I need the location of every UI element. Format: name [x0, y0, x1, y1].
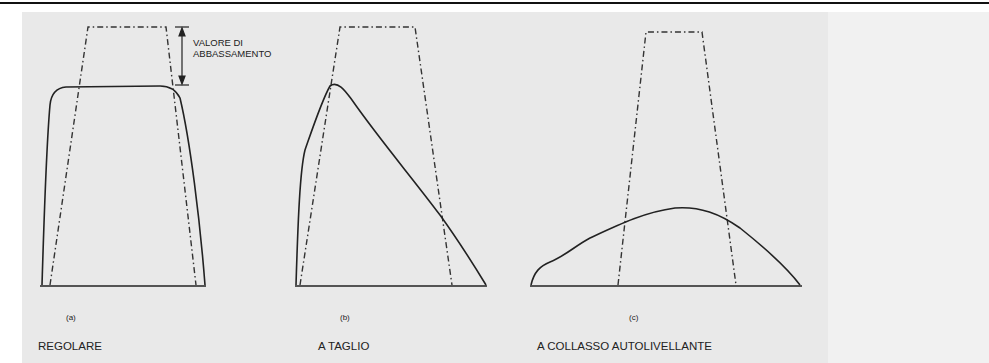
figure-caption: A COLLASSO AUTOLIVELLANTE: [537, 340, 712, 353]
figure-caption: A TAGLIO: [318, 340, 369, 353]
dimension-arrow: [175, 27, 189, 85]
dimension-label: VALORE DI ABBASSAMENTO: [193, 38, 303, 60]
figure-letter: (c): [629, 313, 638, 322]
figure-letter: (b): [340, 313, 350, 322]
figure-letter: (a): [66, 313, 76, 322]
figure-caption: REGOLARE: [38, 340, 102, 353]
